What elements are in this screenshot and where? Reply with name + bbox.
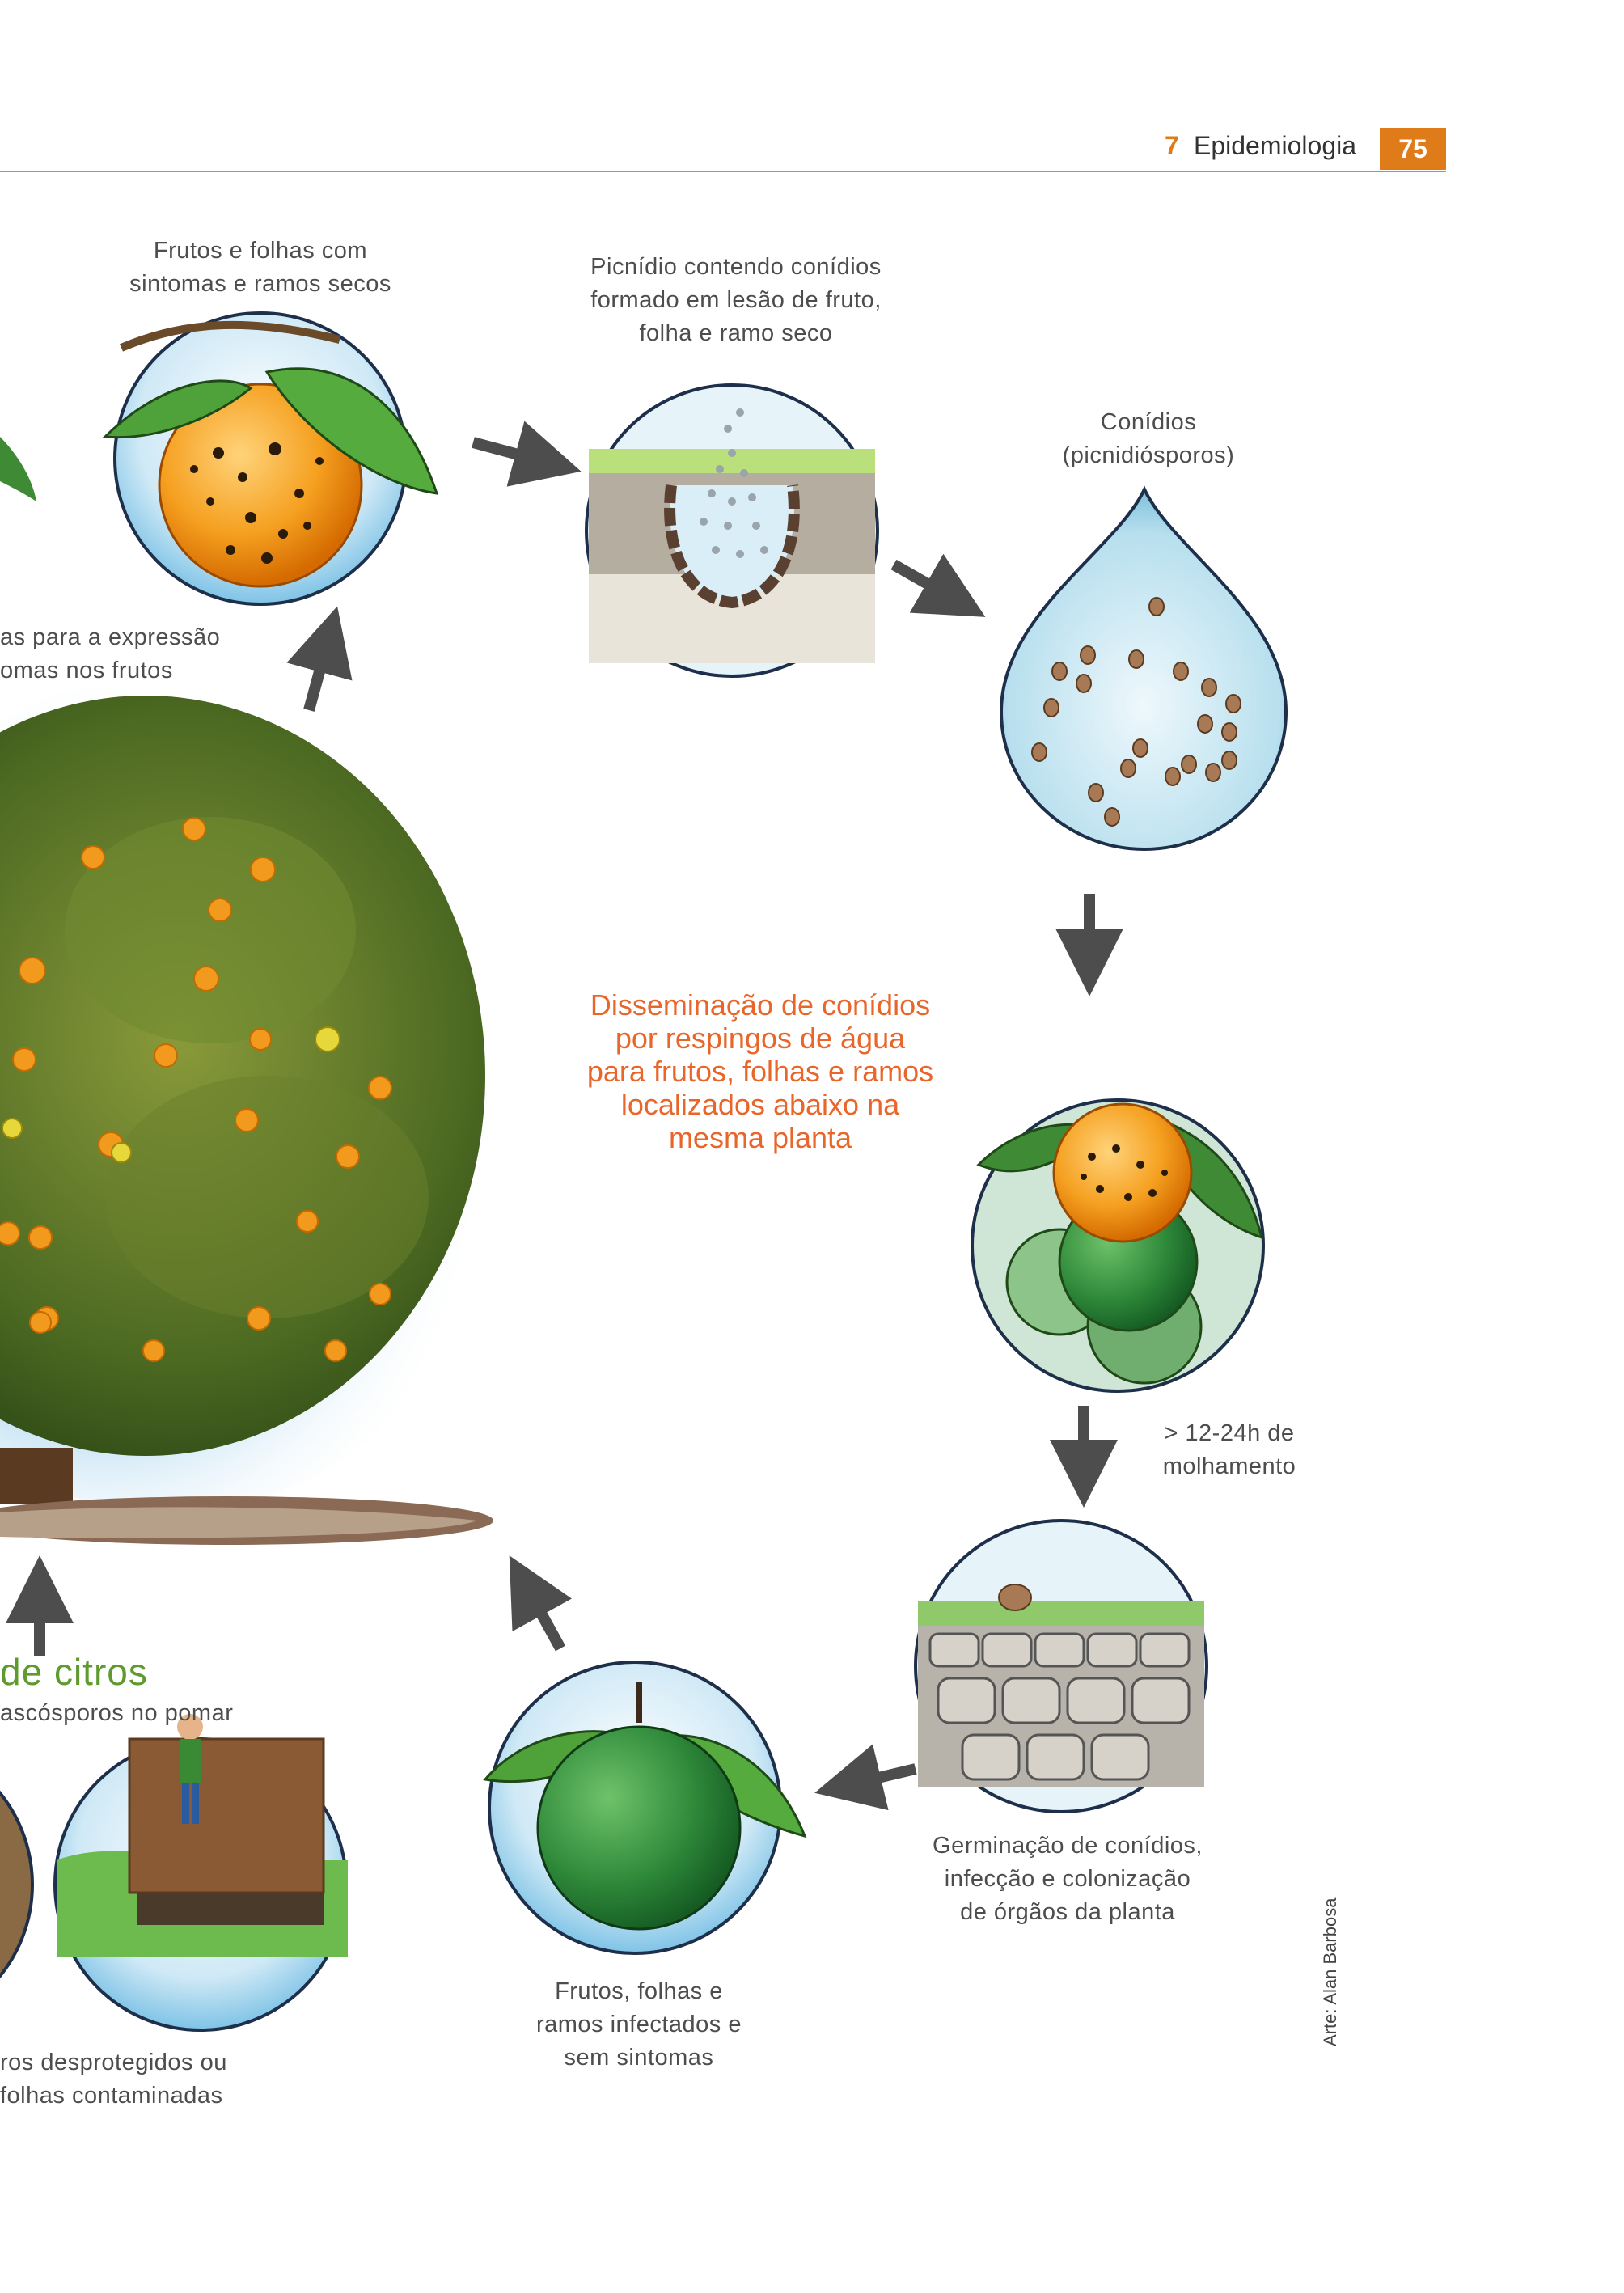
germination-circle (914, 1519, 1208, 1813)
header-rule (0, 171, 1446, 172)
page-number: 75 (1380, 128, 1446, 170)
caption-infected: Frutos, folhas e ramos infectados e sem … (535, 1978, 742, 2071)
caption-wetness: > 12-24h de molhamento (1162, 1420, 1296, 1479)
tree-fruits (0, 817, 392, 1362)
arrow-symptoms-to-pycnidium (472, 421, 582, 487)
leaf-cleaning-circle (53, 1714, 348, 2032)
tree-green-fruits (2, 1026, 340, 1163)
caption-unprotected: ros desprotegidos ou folhas contaminadas (0, 2050, 227, 2109)
caption-germination: Germinação de conídios, infecção e colon… (933, 1833, 1203, 1925)
caption-conditions: as para a expressão omas nos frutos (0, 624, 221, 683)
arrow-pycnidium-to-conidia (890, 553, 986, 617)
dissemination-caption: Disseminação de conídios por respingos d… (586, 988, 934, 1154)
arrow-tree-to-symptoms (286, 606, 353, 712)
cycle-arrows (6, 421, 1123, 1811)
cycle-title: de citros (0, 1651, 148, 1693)
caption-ascospores: ascósporos no pomar (0, 1700, 234, 1726)
orchard-circle-partial (0, 1790, 34, 1979)
infected-fruit-circle (483, 1661, 807, 1955)
caption-pycnidium: Picnídio contendo conídios formado em le… (590, 254, 882, 346)
arrow-infected-to-tree (509, 1555, 573, 1652)
partial-leaf-left (0, 437, 36, 501)
pycnidium-circle (585, 383, 879, 678)
symptomatic-fruit-circle (102, 311, 439, 606)
citrus-tree (0, 671, 526, 1545)
chapter-number: 7 (1165, 131, 1179, 160)
conidia-drop (999, 485, 1288, 852)
arrow-germination-to-infected (814, 1744, 917, 1811)
splash-dispersal-circle (971, 1098, 1265, 1393)
art-credit: Arte: Alan Barbosa (1320, 1897, 1340, 2046)
chapter-title: Epidemiologia (1194, 131, 1357, 160)
caption-conidia: Conídios (picnidiósporos) (1062, 409, 1235, 468)
caption-symptoms: Frutos e folhas com sintomas e ramos sec… (129, 238, 391, 297)
